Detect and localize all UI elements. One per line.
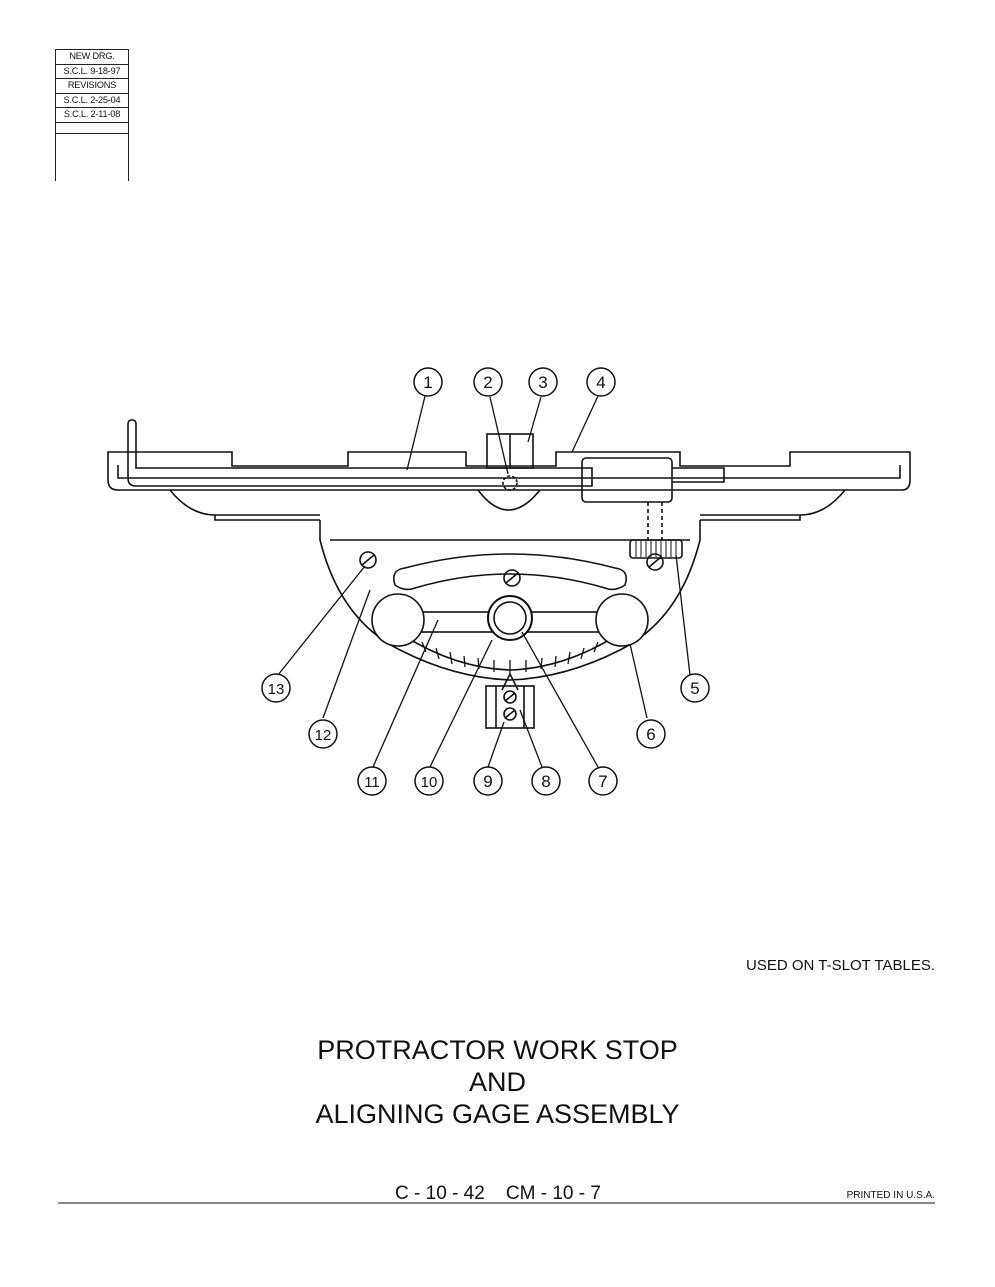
title-line-2: AND xyxy=(468,1067,526,1097)
screw xyxy=(503,569,521,587)
drawing-number: C - 10 - 42 CM - 10 - 7 xyxy=(395,1183,601,1204)
hidden-pin xyxy=(502,475,518,491)
left-knob xyxy=(371,593,425,647)
revision-row: NEW DRG. xyxy=(56,50,128,65)
stop-rod-extension xyxy=(672,467,725,483)
usage-note: USED ON T-SLOT TABLES. xyxy=(746,957,935,974)
callout-label: 12 xyxy=(315,727,332,744)
protractor-body xyxy=(319,520,701,681)
scale-ticks xyxy=(421,641,599,675)
title-line-1: PROTRACTOR WORK STOP xyxy=(317,1035,678,1065)
callout-label: 13 xyxy=(268,681,285,698)
screw xyxy=(503,690,517,704)
revision-row: S.C.L. 2-11-08 xyxy=(56,108,128,123)
center-boss-inner xyxy=(493,601,527,635)
callout-label: 2 xyxy=(483,373,492,392)
pointer xyxy=(501,672,519,691)
rail-body xyxy=(107,451,911,491)
screw xyxy=(503,707,517,721)
callout-label: 7 xyxy=(598,772,607,791)
callout-label: 10 xyxy=(421,774,438,791)
callout-label: 1 xyxy=(423,373,432,392)
revision-row-blank xyxy=(56,123,128,134)
revision-row: S.C.L. 9-18-97 xyxy=(56,65,128,79)
revision-row: S.C.L. 2-25-04 xyxy=(56,94,128,108)
stop-rod xyxy=(127,419,593,487)
rail-flange xyxy=(169,489,846,516)
title-line-3: ALIGNING GAGE ASSEMBLY xyxy=(315,1099,680,1129)
stop-block xyxy=(581,457,673,503)
rail-inner xyxy=(117,465,901,479)
callout-label: 8 xyxy=(541,772,550,791)
callout-label: 4 xyxy=(596,373,605,392)
right-knob xyxy=(595,593,649,647)
revision-block: NEW DRG. S.C.L. 9-18-97 REVISIONS S.C.L.… xyxy=(55,49,129,181)
rail-flange-lower xyxy=(214,515,801,521)
callout-label: 9 xyxy=(483,772,492,791)
callout-label: 5 xyxy=(690,679,699,698)
center-hub xyxy=(477,489,541,511)
callout-bubbles xyxy=(261,367,710,796)
pointer-block xyxy=(485,685,535,729)
callout-label: 6 xyxy=(646,725,655,744)
printed-in-usa: PRINTED IN U.S.A. xyxy=(846,1190,935,1201)
screw xyxy=(646,553,664,571)
arc-slot xyxy=(392,553,628,591)
callout-label: 11 xyxy=(364,774,380,791)
revision-row: REVISIONS xyxy=(56,79,128,94)
screw xyxy=(359,551,377,569)
callout-label: 3 xyxy=(538,373,547,392)
leader-lines xyxy=(277,395,691,768)
